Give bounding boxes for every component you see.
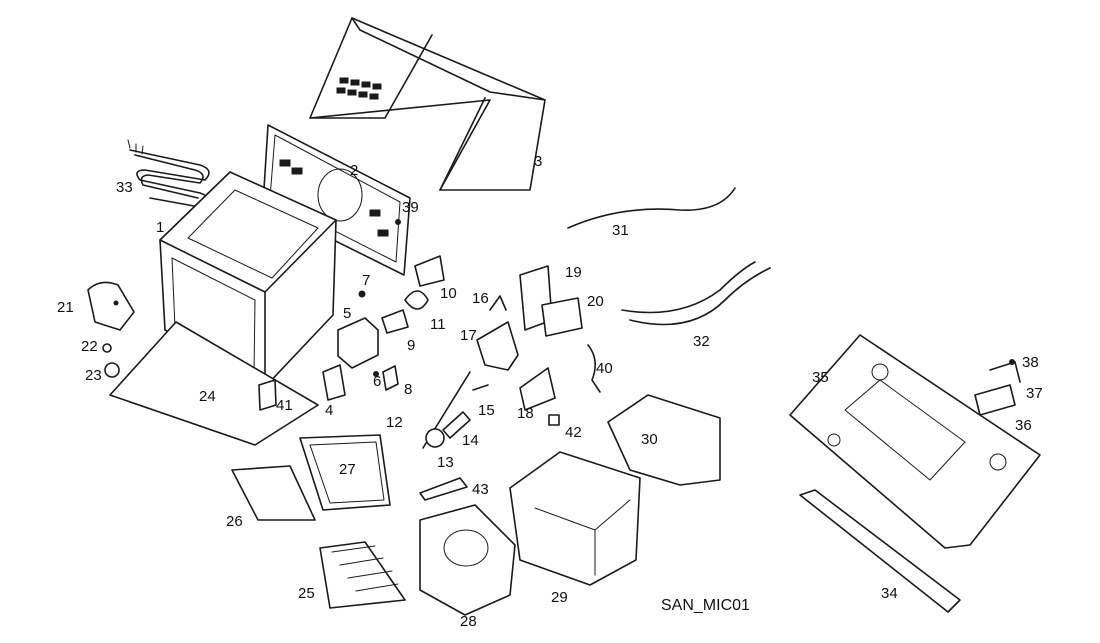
part-27-frame xyxy=(299,434,391,511)
part-42-block xyxy=(548,414,560,426)
callout-34: 34 xyxy=(881,585,898,602)
callout-10: 10 xyxy=(440,285,457,302)
part-13-motor xyxy=(425,428,445,448)
part-35-base xyxy=(789,334,1041,549)
callout-25: 25 xyxy=(298,585,315,602)
callout-16: 16 xyxy=(472,290,489,307)
callout-42: 42 xyxy=(565,424,582,441)
part-7-screw xyxy=(358,290,366,298)
part-29-foam xyxy=(509,451,641,586)
callout-11: 11 xyxy=(430,316,446,333)
part-4-switch xyxy=(322,364,346,401)
part-20-transformer xyxy=(541,297,583,337)
callout-41: 41 xyxy=(276,397,293,414)
callout-26: 26 xyxy=(226,513,243,530)
callout-38: 38 xyxy=(1022,354,1039,371)
callout-31: 31 xyxy=(612,222,629,239)
part-5-magnetron xyxy=(337,317,379,369)
part-17-duct xyxy=(476,321,519,371)
callout-21: 21 xyxy=(57,299,74,316)
part-43-strip xyxy=(419,477,468,501)
part-6-relay xyxy=(382,365,399,391)
part-11-fan xyxy=(404,290,429,310)
part-28-crisp-pan xyxy=(419,504,516,616)
callout-27: 27 xyxy=(339,461,356,478)
callout-13: 13 xyxy=(437,454,454,471)
callout-5: 5 xyxy=(343,305,352,322)
callout-37: 37 xyxy=(1026,385,1043,402)
part-32-wires xyxy=(621,261,771,326)
part-18-bracket xyxy=(519,367,556,411)
callout-36: 36 xyxy=(1015,417,1032,434)
callout-19: 19 xyxy=(565,264,582,281)
callout-33: 33 xyxy=(116,179,133,196)
callout-35: 35 xyxy=(812,369,829,386)
part-10-bracket xyxy=(414,255,445,287)
callout-18: 18 xyxy=(517,405,534,422)
part-33-heater xyxy=(127,139,210,209)
callout-28: 28 xyxy=(460,613,477,630)
callout-12: 12 xyxy=(386,414,403,431)
callout-7: 7 xyxy=(362,272,371,289)
part-40-duct xyxy=(587,344,601,393)
callout-9: 9 xyxy=(407,337,416,354)
callout-3: 3 xyxy=(534,153,543,170)
part-39-screw xyxy=(395,219,401,225)
callout-23: 23 xyxy=(85,367,102,384)
part-22-clip xyxy=(102,343,112,353)
part-34-strip xyxy=(799,489,961,613)
part-36-bracket xyxy=(974,384,1016,416)
diagram-code: SAN_MIC01 xyxy=(661,597,750,614)
callout-40: 40 xyxy=(596,360,613,377)
callout-6: 6 xyxy=(373,373,382,390)
callout-17: 17 xyxy=(460,327,477,344)
part-26-rack xyxy=(231,465,316,521)
part-24-tray xyxy=(109,321,319,446)
callout-32: 32 xyxy=(693,333,710,350)
part-2-back-panel xyxy=(262,124,411,276)
part-3-outer-cover xyxy=(309,17,546,191)
callout-30: 30 xyxy=(641,431,658,448)
callout-43: 43 xyxy=(472,481,489,498)
callout-24: 24 xyxy=(199,388,216,405)
callout-20: 20 xyxy=(587,293,604,310)
callout-8: 8 xyxy=(404,381,413,398)
callout-4: 4 xyxy=(325,402,334,419)
callout-22: 22 xyxy=(81,338,98,355)
callout-39: 39 xyxy=(402,199,419,216)
part-9-bracket xyxy=(381,309,409,334)
part-8-screw xyxy=(373,371,379,377)
callout-14: 14 xyxy=(462,432,479,449)
part-38-screw xyxy=(1009,359,1015,365)
callout-15: 15 xyxy=(478,402,495,419)
part-30-pad xyxy=(607,394,721,486)
part-21-cover xyxy=(87,281,135,331)
part-37-switch xyxy=(989,361,1021,383)
callout-2: 2 xyxy=(350,162,359,179)
part-14-capacitor xyxy=(442,411,471,439)
part-16-clip xyxy=(489,295,507,311)
part-31-cord xyxy=(567,187,736,229)
part-25-wire-rack xyxy=(319,541,406,609)
callout-29: 29 xyxy=(551,589,568,606)
part-23-motor xyxy=(104,362,120,378)
part-1-cavity xyxy=(159,171,337,388)
part-41-block xyxy=(258,379,277,411)
part-15-pin xyxy=(472,384,489,391)
callout-1: 1 xyxy=(156,219,165,236)
